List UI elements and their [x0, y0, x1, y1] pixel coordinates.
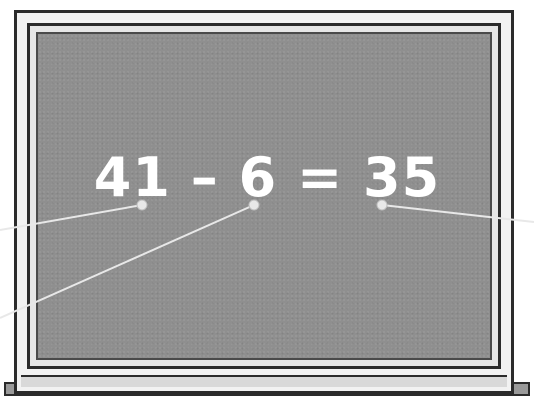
difference-text: 35 — [363, 146, 440, 209]
subtrahend-text: 6 — [239, 146, 278, 209]
minuend-text: 41 — [94, 146, 171, 209]
subtraction-equation: 41 – 6 = 35 — [0, 146, 534, 209]
chalk-ledge — [21, 375, 507, 387]
equals-sign: = — [297, 146, 343, 209]
minus-sign: – — [191, 146, 219, 209]
